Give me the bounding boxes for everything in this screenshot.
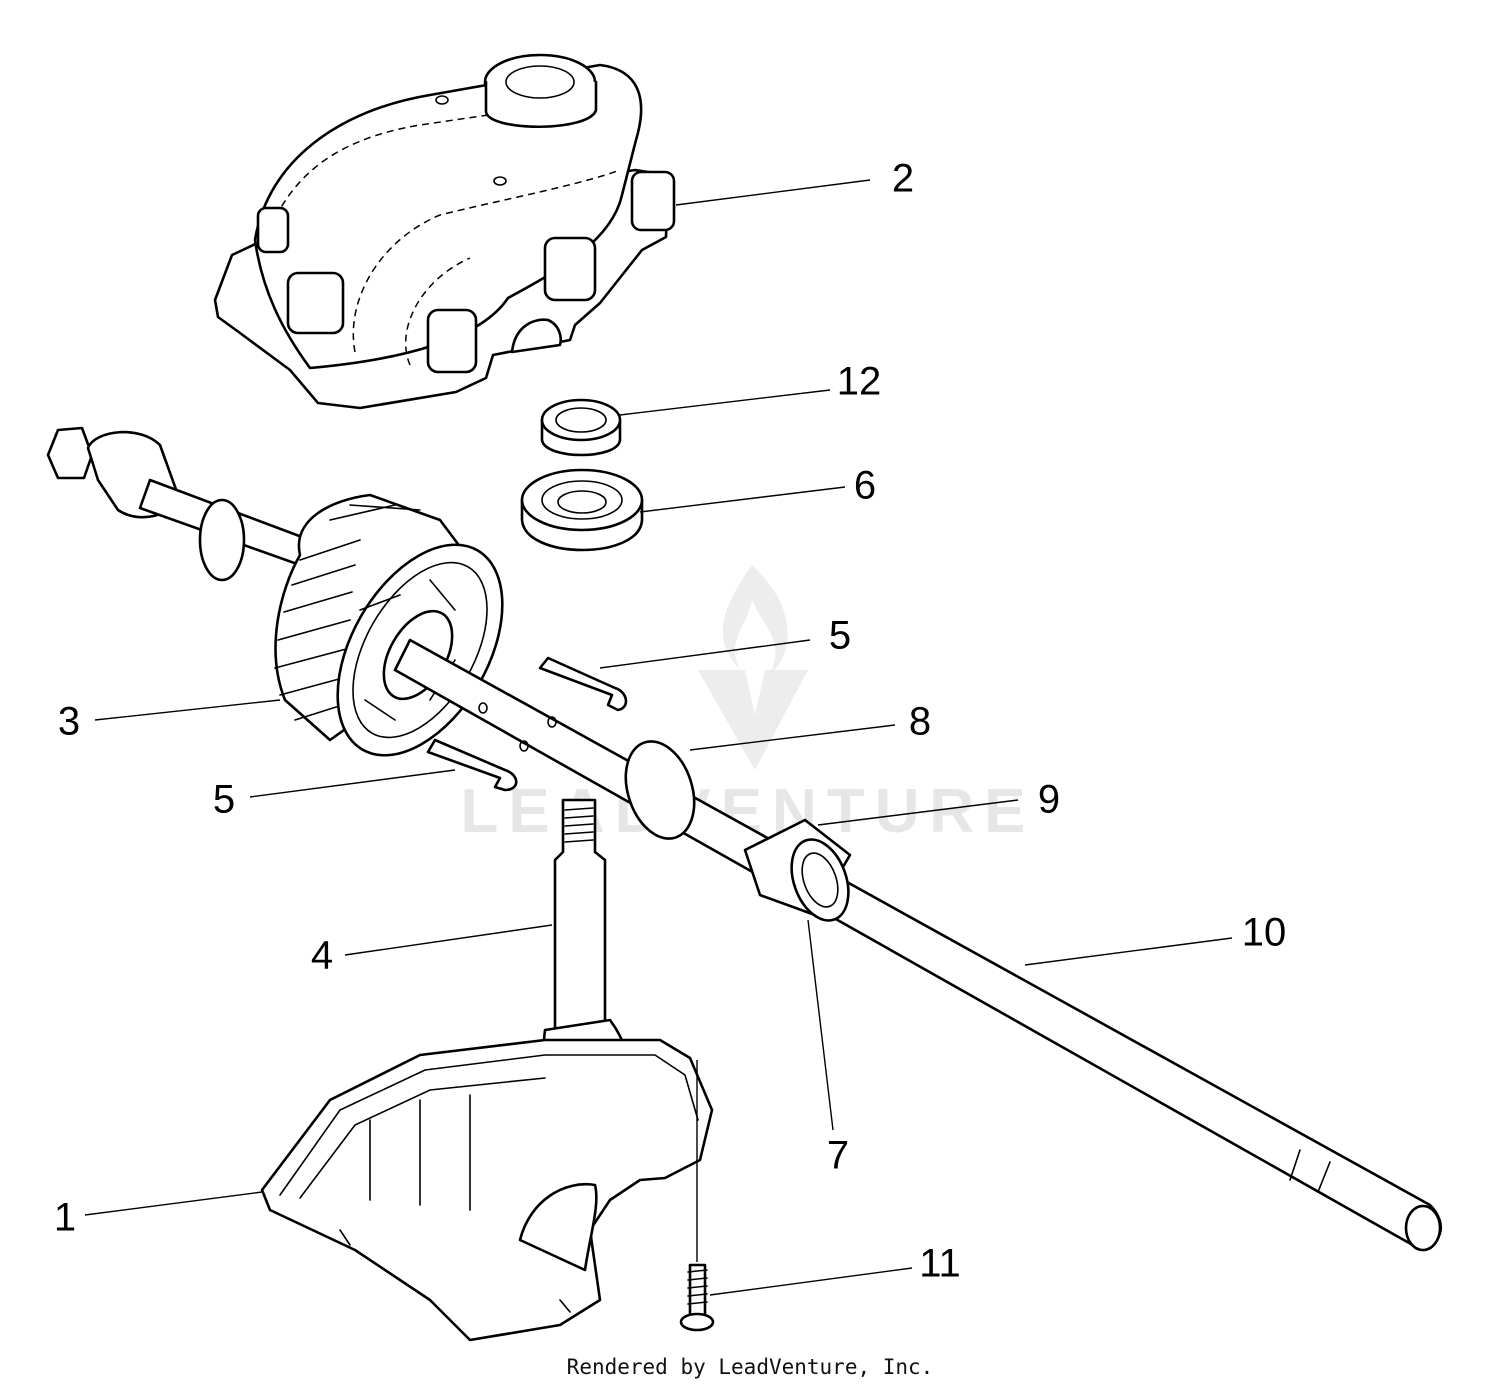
part-large-bearing [520, 468, 644, 552]
watermark-v-mark-icon [698, 670, 808, 770]
part-bushing [743, 818, 852, 922]
part-pin-lower [426, 738, 518, 792]
part-pin-upper [538, 656, 628, 712]
part-bevel-gear [274, 493, 504, 757]
callout-12: 12 [837, 360, 882, 404]
leader-line-7 [807, 919, 834, 1131]
part-lower-housing [260, 1038, 714, 1342]
callout-7: 7 [827, 1134, 849, 1178]
leader-line-12 [619, 389, 831, 416]
leader-line-5a [599, 639, 811, 669]
leadventure-watermark: LEADVENTURE [460, 565, 1026, 846]
callout-11: 11 [919, 1242, 961, 1286]
callout-2: 2 [892, 157, 914, 201]
leader-line-10 [1024, 937, 1233, 966]
leader-line-2 [675, 179, 871, 206]
leader-line-1 [84, 1191, 263, 1216]
part-upper-housing [213, 53, 676, 410]
footer-credit: Rendered by LeadVenture, Inc. [566, 1355, 934, 1379]
part-axle-left-end [46, 426, 312, 582]
leader-line-3 [94, 699, 281, 721]
callout-9: 9 [1038, 778, 1060, 822]
callout-8: 8 [909, 700, 931, 744]
leader-line-11 [709, 1267, 913, 1296]
callout-6: 6 [854, 464, 876, 508]
callout-5a: 5 [829, 614, 851, 658]
leader-line-5b [249, 769, 456, 798]
leader-line-9 [817, 799, 1019, 826]
callout-labels: 1 2 3 4 5 5 6 7 8 9 10 11 12 [54, 157, 1286, 1286]
leader-line-6 [639, 486, 846, 513]
part-washer [624, 740, 696, 840]
watermark-flame-icon [722, 565, 788, 675]
part-small-bearing [540, 398, 622, 457]
callout-1: 1 [54, 1196, 76, 1240]
callout-4: 4 [311, 934, 333, 978]
callout-10: 10 [1242, 911, 1287, 955]
leader-line-8 [689, 724, 896, 751]
callout-5b: 5 [213, 778, 235, 822]
leader-line-4 [344, 924, 553, 956]
leader-lines [84, 179, 1233, 1296]
callout-3: 3 [58, 700, 80, 744]
part-screw [679, 1060, 715, 1332]
